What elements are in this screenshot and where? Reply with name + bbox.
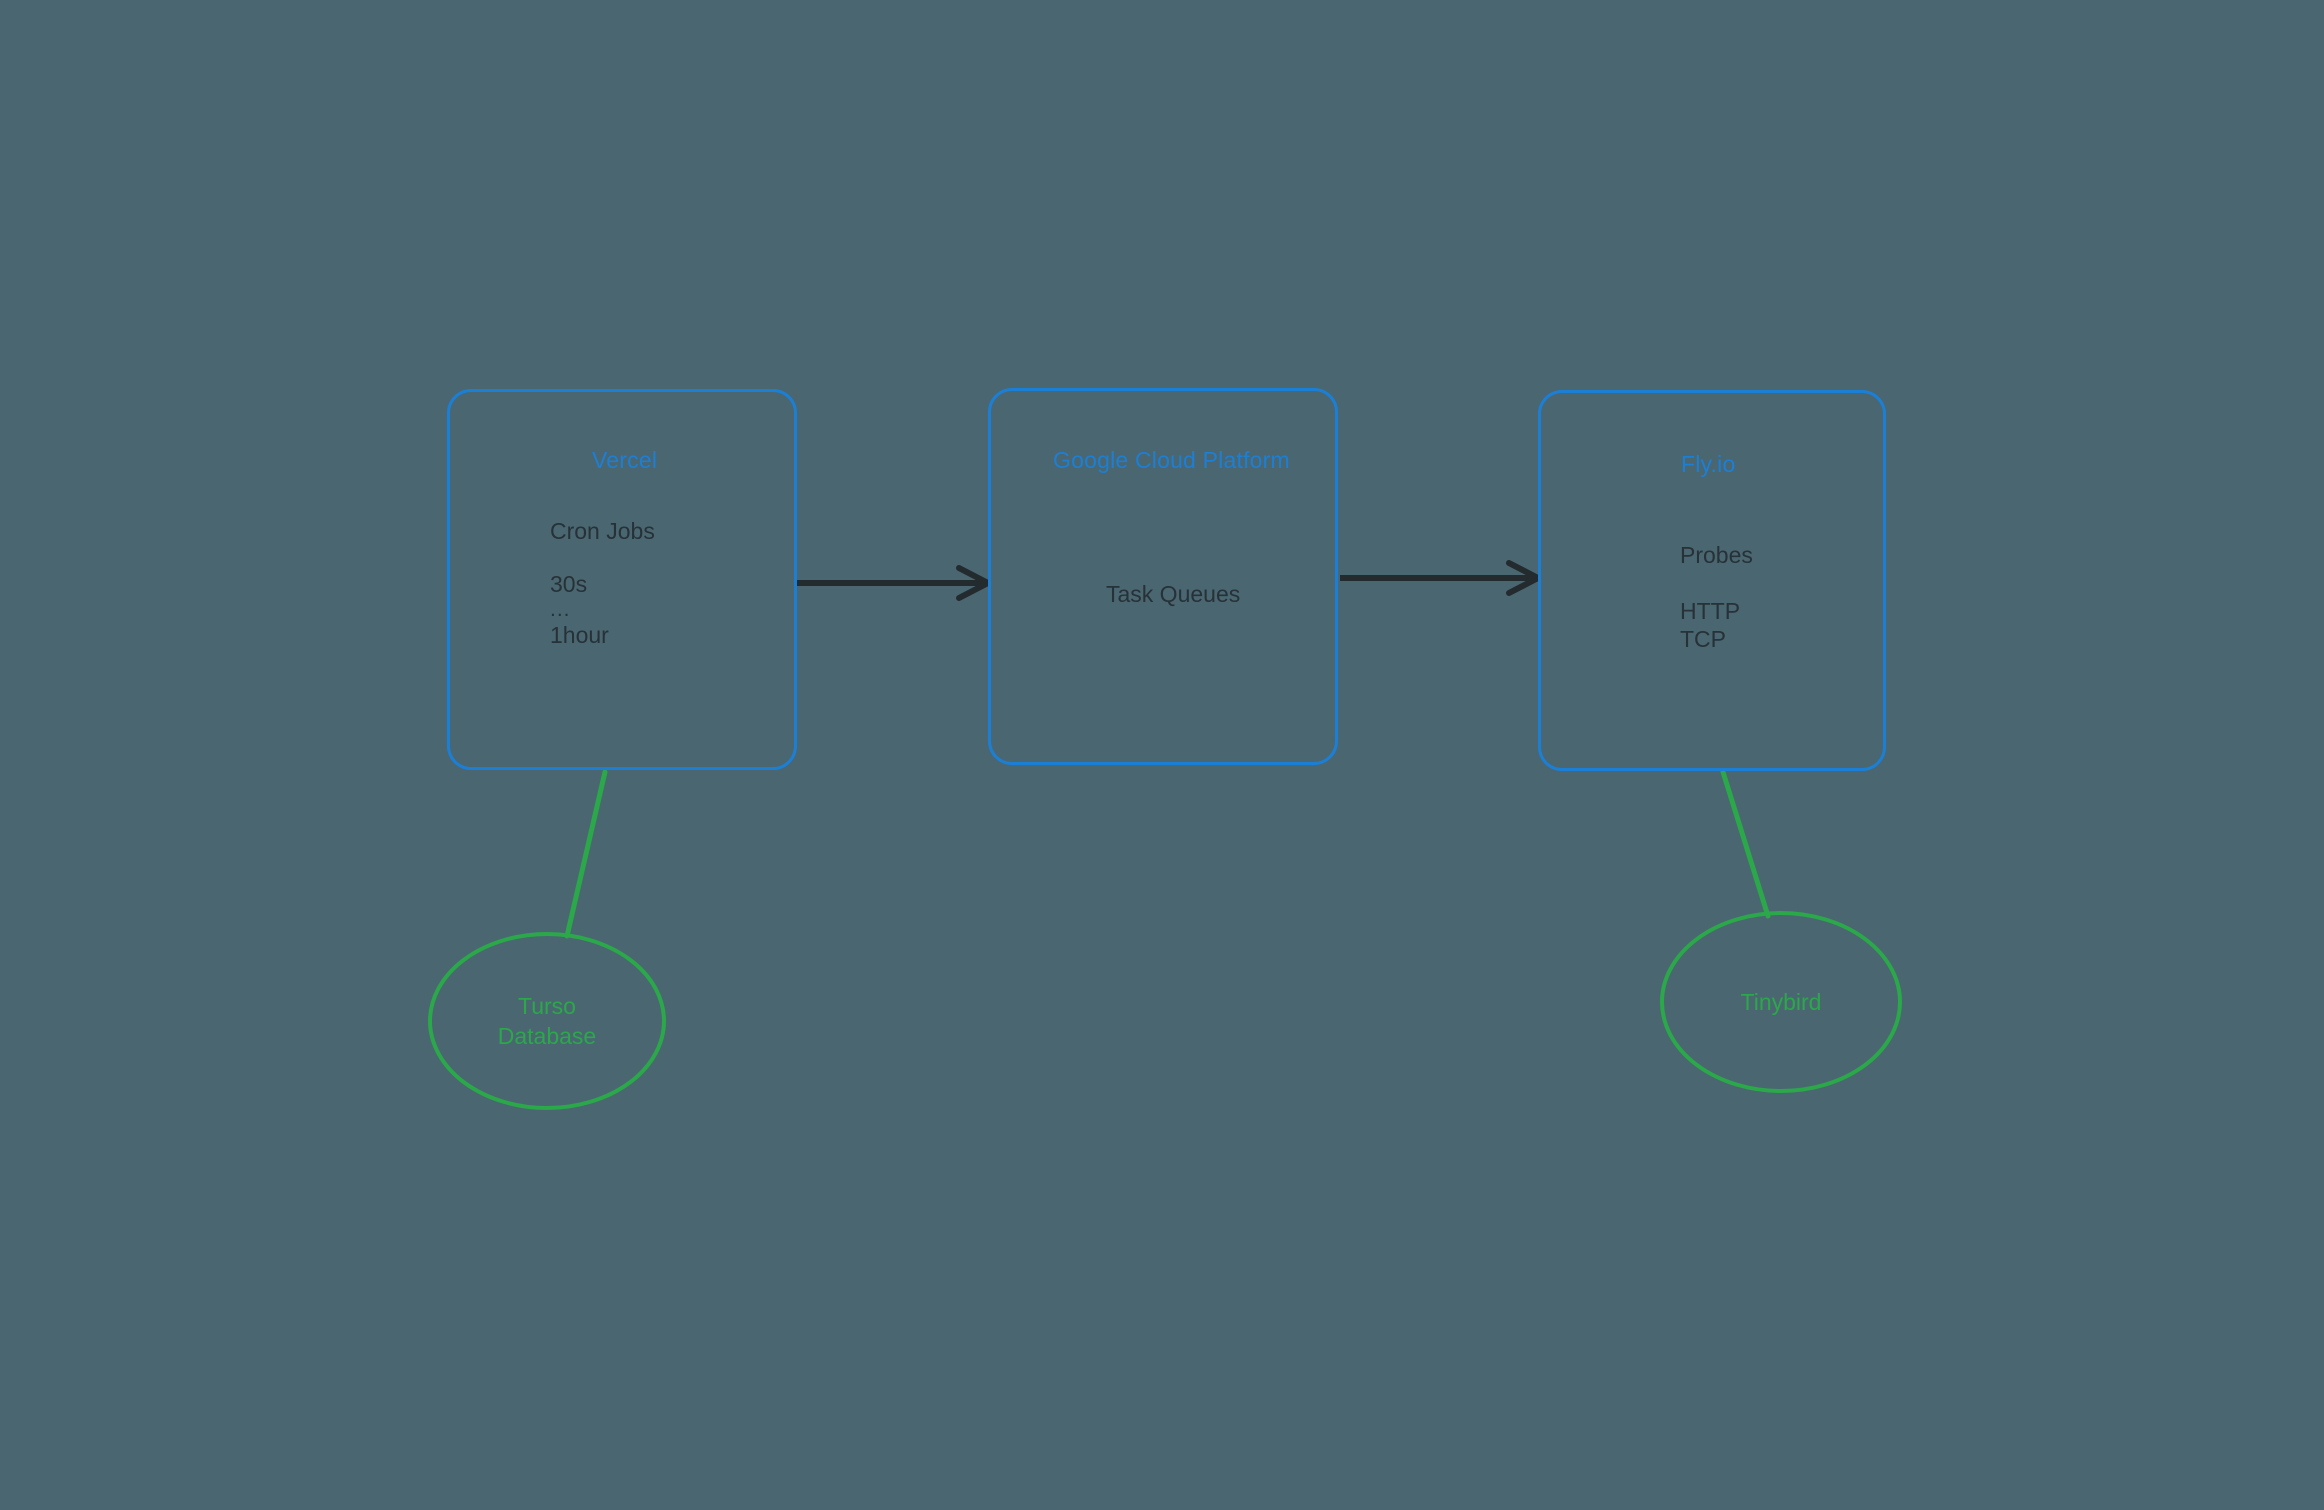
node-line-gcp-task-queues: Task Queues [1106,581,1241,607]
node-line-flyio-tcp: TCP [1680,626,1726,652]
node-box-gcp[interactable] [988,388,1338,765]
node-line-vercel-ellipsis: ... [550,598,571,621]
ellipse-tinybird[interactable] [1660,911,1902,1093]
node-title-gcp: Google Cloud Platform [1053,447,1290,473]
arrow-gcp-to-flyio [1340,560,1541,596]
node-title-flyio: Fly.io [1681,451,1736,477]
node-line-vercel-1hour: 1hour [550,622,609,648]
node-title-vercel: Vercel [592,447,658,473]
link-vercel-to-turso [564,769,608,939]
node-line-vercel-cron-jobs: Cron Jobs [550,518,655,544]
node-line-vercel-30s: 30s [550,571,588,597]
node-box-flyio[interactable] [1538,390,1886,771]
node-line-flyio-http: HTTP [1680,598,1741,624]
node-box-vercel[interactable] [447,389,797,770]
link-flyio-to-tinybird [1720,769,1771,919]
ellipse-label-turso: Turso Database [497,993,597,1049]
arrow-vercel-to-gcp [796,565,991,601]
ellipse-label-tinybird: Tinybird [1740,989,1822,1015]
ellipse-turso[interactable] [428,932,666,1110]
node-line-flyio-probes: Probes [1680,542,1753,568]
